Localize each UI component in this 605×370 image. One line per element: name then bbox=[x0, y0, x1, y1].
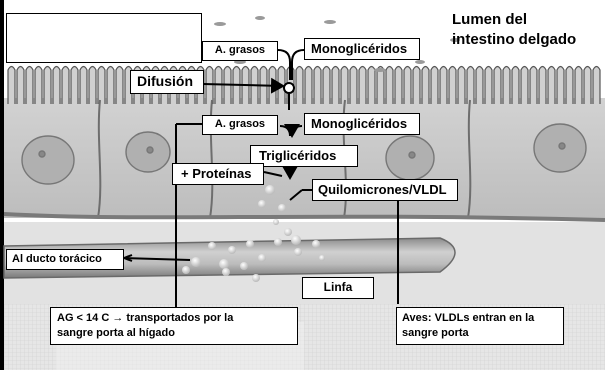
lipid-droplet bbox=[265, 185, 275, 195]
microvillus bbox=[341, 67, 348, 105]
lipid-droplet bbox=[252, 274, 260, 282]
microvillus bbox=[503, 67, 510, 105]
microvillus bbox=[386, 67, 393, 105]
lipid-droplet bbox=[319, 255, 325, 261]
microvillus bbox=[449, 67, 456, 105]
microvillus bbox=[206, 67, 213, 105]
lipid-droplet bbox=[208, 242, 216, 250]
microvillus bbox=[314, 67, 321, 105]
microvillus bbox=[539, 67, 546, 105]
microvillus bbox=[26, 67, 33, 105]
title-box bbox=[6, 13, 202, 63]
short-chain-line1: AG < 14 C → transportados por la bbox=[57, 311, 297, 326]
birds-vldl-label: Aves: VLDLs entran en la sangre porta bbox=[396, 307, 564, 345]
microvillus bbox=[440, 67, 447, 105]
microvillus bbox=[80, 67, 87, 105]
lipid-droplet bbox=[273, 219, 279, 225]
microvillus bbox=[323, 67, 330, 105]
microvillus bbox=[593, 67, 600, 105]
microvillus bbox=[575, 67, 582, 105]
microvillus bbox=[467, 67, 474, 105]
microvillus bbox=[530, 67, 537, 105]
microvillus bbox=[296, 67, 303, 105]
lipid-droplet bbox=[291, 235, 301, 245]
microvillus bbox=[476, 67, 483, 105]
lipid-droplet bbox=[219, 259, 229, 269]
microvillus bbox=[377, 67, 384, 105]
microvillus bbox=[71, 67, 78, 105]
microvillus bbox=[62, 67, 69, 105]
microvillus bbox=[350, 67, 357, 105]
triglycerides-label: Triglicéridos bbox=[250, 145, 358, 167]
lipid-droplet bbox=[284, 228, 292, 236]
fatty-acids-mid-label: A. grasos bbox=[202, 115, 278, 135]
lumen-label-line1: Lumen del bbox=[452, 10, 576, 30]
microvillus bbox=[305, 67, 312, 105]
microvillus bbox=[359, 67, 366, 105]
microvillus bbox=[116, 67, 123, 105]
microvillus bbox=[53, 67, 60, 105]
lumen-label: Lumen del intestino delgado bbox=[452, 10, 576, 50]
microvillus bbox=[458, 67, 465, 105]
lipid-droplet bbox=[228, 246, 236, 254]
microvillus bbox=[431, 67, 438, 105]
microvillus bbox=[413, 67, 420, 105]
lipid-droplet bbox=[222, 268, 230, 276]
lipid-droplet bbox=[258, 200, 266, 208]
microvillus bbox=[395, 67, 402, 105]
microvillus bbox=[485, 67, 492, 105]
thoracic-duct-label: Al ducto torácico bbox=[6, 249, 124, 270]
microvillus bbox=[17, 67, 24, 105]
microvillus bbox=[107, 67, 114, 105]
microvillus bbox=[98, 67, 105, 105]
short-chain-line2: sangre porta al hígado bbox=[57, 326, 297, 341]
lipid-droplet bbox=[258, 254, 266, 262]
proteins-label: + Proteínas bbox=[172, 163, 264, 185]
lipid-droplet bbox=[182, 266, 190, 274]
microvillus bbox=[44, 67, 51, 105]
microvillus bbox=[368, 67, 375, 105]
monoglycerides-mid-label: Monoglicéridos bbox=[304, 113, 420, 135]
birds-line1: Aves: VLDLs entran en la bbox=[402, 311, 563, 326]
chylomicrons-label: Quilomicrones/VLDL bbox=[312, 179, 458, 201]
microvillus bbox=[521, 67, 528, 105]
left-border bbox=[0, 0, 4, 370]
birds-line2: sangre porta bbox=[402, 326, 563, 341]
microvillus bbox=[332, 67, 339, 105]
microvillus bbox=[512, 67, 519, 105]
lipid-droplet bbox=[274, 238, 282, 246]
diffusion-label: Difusión bbox=[130, 70, 204, 94]
lipid-droplet bbox=[240, 262, 248, 270]
monoglycerides-top-label: Monoglicéridos bbox=[304, 38, 420, 60]
microvillus bbox=[566, 67, 573, 105]
microvillus bbox=[404, 67, 411, 105]
lipid-droplet bbox=[191, 257, 201, 267]
microvillus bbox=[8, 67, 15, 105]
fatty-acids-top-label: A. grasos bbox=[202, 41, 278, 61]
microvillus bbox=[584, 67, 591, 105]
lipid-droplet bbox=[246, 240, 254, 248]
lymph-label: Linfa bbox=[302, 277, 374, 299]
lipid-droplet bbox=[278, 204, 286, 212]
microvillus bbox=[494, 67, 501, 105]
lipid-droplet bbox=[312, 240, 320, 248]
microvillus bbox=[89, 67, 96, 105]
microvillus bbox=[548, 67, 555, 105]
microvillus bbox=[557, 67, 564, 105]
lumen-label-line2: intestino delgado bbox=[452, 30, 576, 50]
short-chain-fatty-acids-label: AG < 14 C → transportados por la sangre … bbox=[50, 307, 298, 345]
lipid-droplet bbox=[294, 248, 302, 256]
microvillus bbox=[422, 67, 429, 105]
microvillus bbox=[35, 67, 42, 105]
